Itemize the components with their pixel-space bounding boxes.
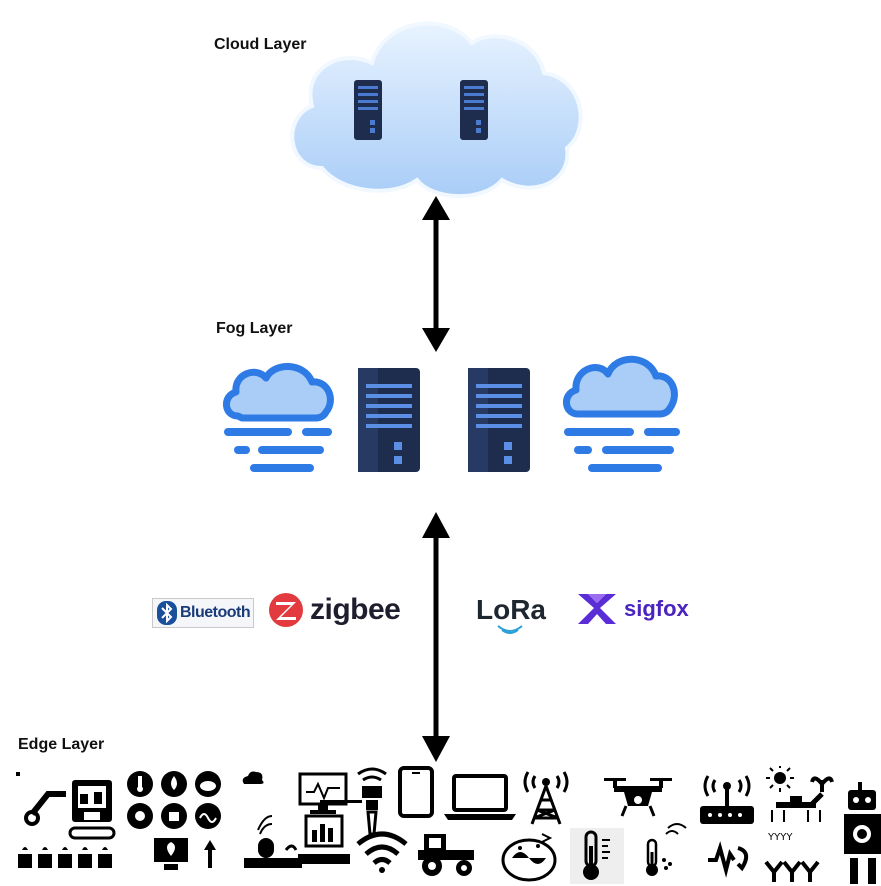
sigfox-label: sigfox [624, 596, 689, 621]
sigfox-logo: sigfox [574, 590, 689, 628]
lora-logo: LoRa [474, 590, 554, 640]
bluetooth-label: Bluetooth [180, 604, 251, 621]
farm-robot-icon: YYYY [764, 766, 834, 882]
thermometer-signal-icon [646, 823, 687, 876]
antenna-probe-icon [357, 767, 387, 836]
router-icon [700, 775, 754, 824]
cell-tower-icon [523, 771, 569, 825]
monitor-chart-icon [298, 772, 348, 814]
cloud-small-icon [242, 771, 264, 784]
plant-monitor-icon [298, 814, 350, 864]
fog-server-right-icon [468, 368, 530, 472]
thermometer-icon [583, 830, 610, 880]
zigbee-icon [269, 593, 303, 627]
zigbee-label: zigbee [310, 593, 401, 626]
bluetooth-logo: Bluetooth [152, 598, 254, 628]
wifi-icon [356, 831, 408, 873]
sensor-hub-icon [127, 771, 221, 870]
tractor-icon [418, 834, 474, 876]
fog-icon-left [223, 363, 334, 472]
connector-line [320, 800, 362, 803]
edge-layer-label: Edge Layer [18, 736, 105, 753]
cloud-server-right-icon [460, 80, 488, 140]
tablet-icon [398, 766, 434, 818]
fog-icon-right [563, 355, 680, 472]
heartbeat-sensor-icon [702, 832, 754, 880]
zigbee-logo: zigbee [268, 592, 401, 628]
lora-label: LoRa [476, 594, 546, 625]
soil-sensor-icon [501, 833, 557, 882]
cloud-layer-label: Cloud Layer [214, 36, 307, 53]
sigfox-icon [578, 594, 616, 624]
robot-icon [844, 782, 881, 884]
svg-text:YYYY: YYYY [767, 832, 793, 843]
greenhouse-robot-icon [244, 815, 302, 868]
laptop-icon [444, 774, 516, 820]
lora-waves-icon [497, 625, 523, 634]
robot-arm-conveyor-icon [16, 772, 116, 868]
fog-server-left-icon [358, 368, 420, 472]
drone-icon [604, 778, 672, 817]
fog-edge-arrow [422, 512, 450, 762]
fog-layer-label: Fog Layer [216, 320, 293, 337]
cloud-icon [290, 21, 583, 199]
bluetooth-icon [157, 601, 177, 625]
cloud-server-left-icon [354, 80, 382, 140]
cloud-fog-arrow [422, 196, 450, 352]
